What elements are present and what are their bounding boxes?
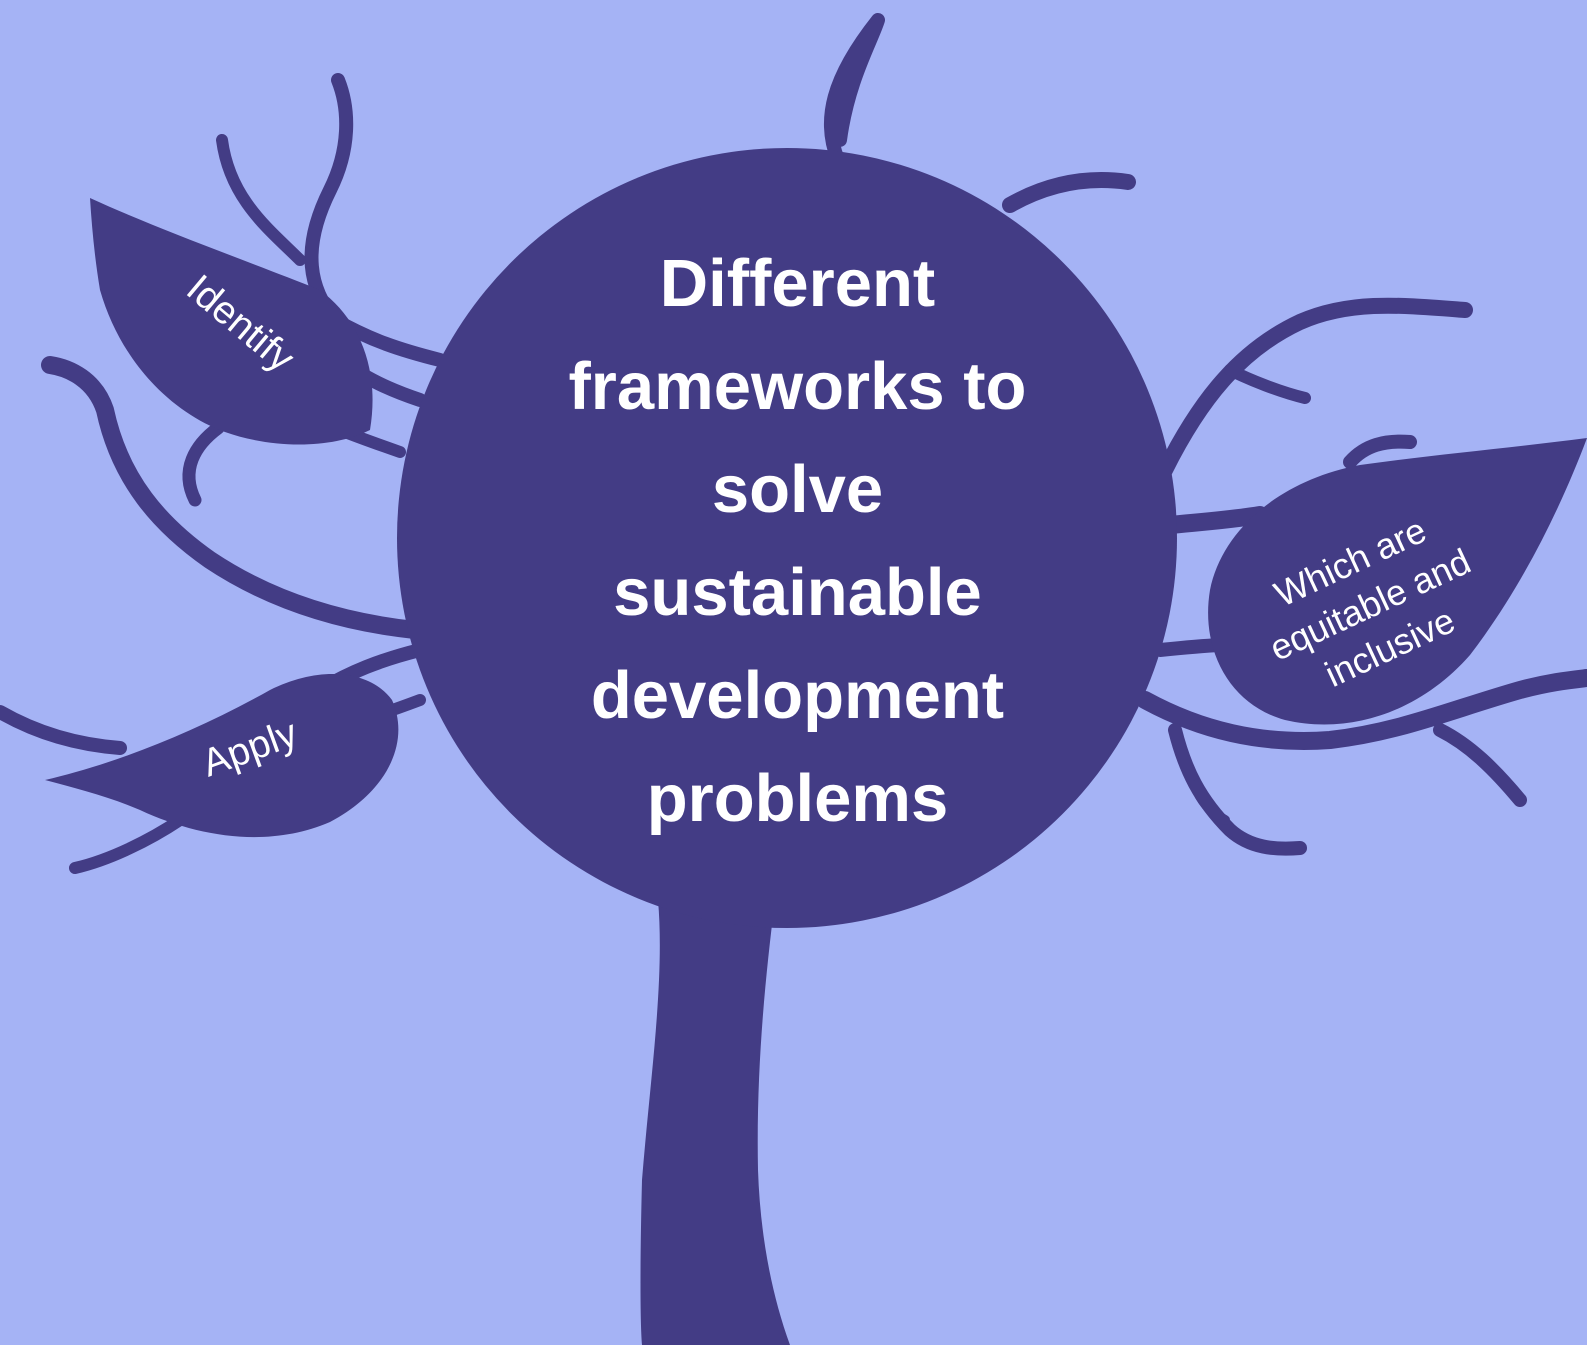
branch-right-mid xyxy=(1161,506,1269,534)
branch-left-long xyxy=(41,356,424,639)
branch-top-right xyxy=(1002,172,1136,213)
branch-left-twig xyxy=(216,134,306,266)
branch-right-lower-twig xyxy=(1433,723,1527,807)
branch-left-twig2 xyxy=(182,421,225,507)
branch-apply-left xyxy=(0,705,127,755)
branch-top xyxy=(823,13,885,167)
branch-apply-lower xyxy=(69,814,186,874)
branch-right-droop2 xyxy=(1190,780,1230,825)
branch-left-upper xyxy=(304,73,447,367)
branch-right-mid2 xyxy=(1153,638,1227,657)
central-topic-text: Different frameworks to solve sustainabl… xyxy=(568,246,1027,836)
leaf-identify xyxy=(90,198,373,445)
branch-right-twig xyxy=(1224,364,1311,404)
branch-inclusive-stem xyxy=(1343,434,1417,469)
branch-right-upper xyxy=(1157,297,1473,478)
canopy-circle xyxy=(397,148,1177,928)
leaf-inclusive xyxy=(1208,438,1587,725)
trunk xyxy=(640,900,790,1345)
branch-right-droop xyxy=(1168,723,1307,856)
leaf-apply xyxy=(45,673,399,838)
branch-right-lower xyxy=(1136,669,1587,750)
